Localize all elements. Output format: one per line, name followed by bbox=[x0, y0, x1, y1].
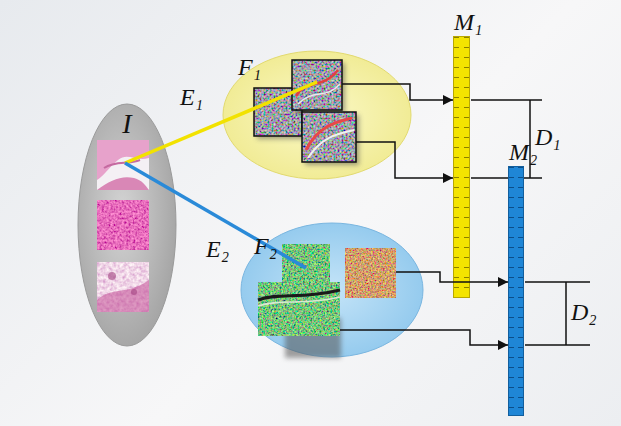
dimension-line bbox=[471, 177, 542, 179]
dimension-line bbox=[471, 99, 542, 101]
ruler-label: M₁ bbox=[454, 9, 482, 35]
dimension-line bbox=[525, 344, 590, 346]
histology-image bbox=[97, 200, 149, 250]
measure-arrow bbox=[356, 142, 453, 178]
measure-arrow bbox=[342, 84, 453, 100]
dimension-line bbox=[525, 281, 590, 283]
histology-image bbox=[97, 140, 149, 190]
feature-image bbox=[302, 112, 356, 162]
ruler-label: M₂ bbox=[509, 139, 537, 165]
feature-image bbox=[292, 60, 342, 110]
edge-label: E₂ bbox=[206, 236, 229, 262]
edge-label: E₁ bbox=[180, 84, 203, 110]
dimension-line bbox=[565, 282, 567, 345]
metric-ruler: M₂ bbox=[508, 166, 524, 416]
set-label: F₂ bbox=[254, 233, 277, 259]
set-label: I bbox=[122, 109, 131, 140]
measure-arrow bbox=[340, 330, 508, 345]
feature-image bbox=[345, 248, 396, 298]
measure-arrow bbox=[396, 272, 508, 282]
histology-image bbox=[97, 262, 149, 312]
mapping-line bbox=[125, 82, 317, 163]
distance-label: D₁ bbox=[535, 124, 561, 150]
feature-image bbox=[258, 282, 340, 336]
metric-ruler: M₁ bbox=[453, 36, 470, 298]
distance-label: D₂ bbox=[571, 299, 597, 325]
mapping-line bbox=[125, 163, 306, 268]
set-label: F₁ bbox=[238, 54, 261, 80]
